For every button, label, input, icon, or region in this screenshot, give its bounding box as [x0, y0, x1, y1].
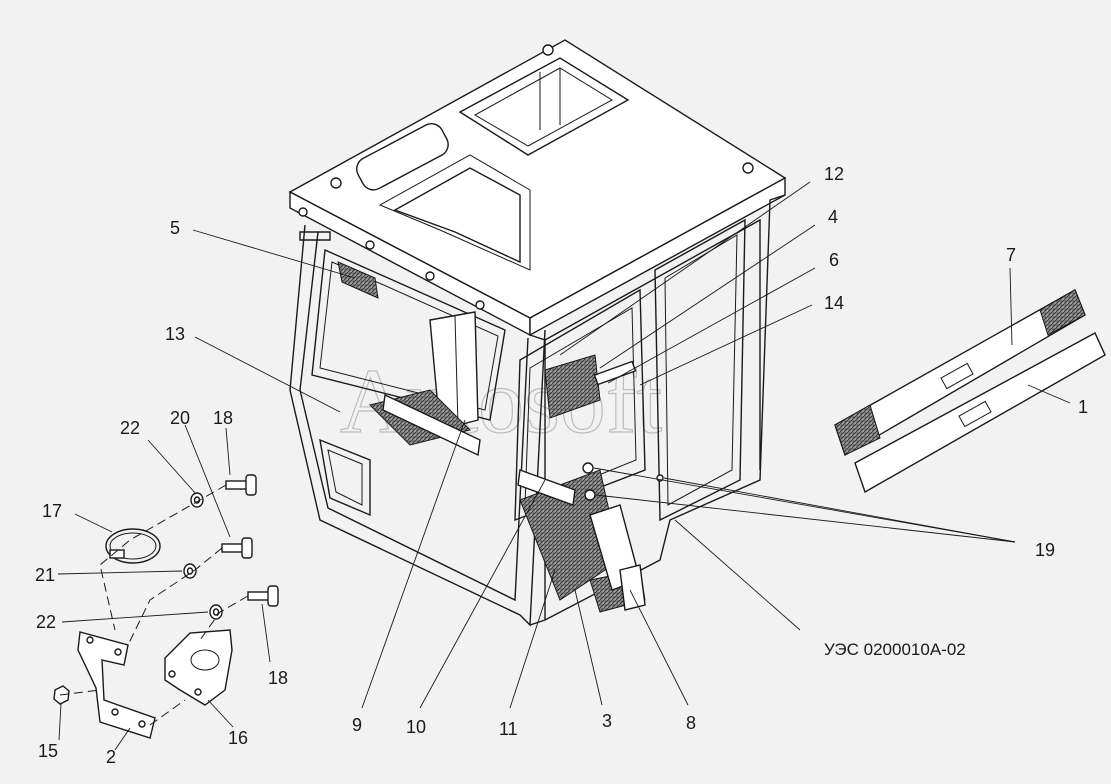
callout-6: 6 — [829, 250, 839, 270]
bolt-18-bottom — [247, 585, 279, 607]
callout-4: 4 — [828, 207, 838, 227]
callout-22-top: 22 — [120, 418, 140, 438]
callout-12: 12 — [824, 164, 844, 184]
bracket-2 — [77, 631, 156, 739]
callout-16: 16 — [228, 728, 248, 748]
callout-8: 8 — [686, 713, 696, 733]
clamp-17 — [105, 528, 161, 564]
document-code: УЭС 0200010А-02 — [824, 640, 966, 659]
callout-18-bottom: 18 — [268, 668, 288, 688]
callout-18-top: 18 — [213, 408, 233, 428]
fastener-parts — [53, 474, 279, 739]
callout-1: 1 — [1078, 397, 1088, 417]
callout-7: 7 — [1006, 245, 1016, 265]
callout-17: 17 — [42, 501, 62, 521]
bracket-16 — [164, 629, 233, 706]
cab-body — [288, 39, 787, 627]
callout-14: 14 — [824, 293, 844, 313]
callout-15: 15 — [38, 741, 58, 761]
callout-11: 11 — [499, 719, 518, 739]
panel-1 — [854, 332, 1106, 494]
bolt-18-top — [225, 474, 257, 496]
callout-labels: 1 2 3 4 5 6 7 8 9 10 11 12 13 14 15 16 1… — [35, 164, 1088, 767]
callout-10: 10 — [406, 717, 426, 737]
bolt-20 — [221, 537, 253, 559]
visor-panels — [834, 288, 1106, 494]
callout-21: 21 — [35, 565, 55, 585]
callout-5: 5 — [170, 218, 180, 238]
callout-22-bottom: 22 — [36, 612, 56, 632]
callout-3: 3 — [602, 711, 612, 731]
callout-20: 20 — [170, 408, 190, 428]
callout-9: 9 — [352, 715, 362, 735]
callout-2: 2 — [106, 747, 116, 767]
callout-13: 13 — [165, 324, 185, 344]
leader-lines — [57, 181, 1071, 751]
callout-19: 19 — [1035, 540, 1055, 560]
